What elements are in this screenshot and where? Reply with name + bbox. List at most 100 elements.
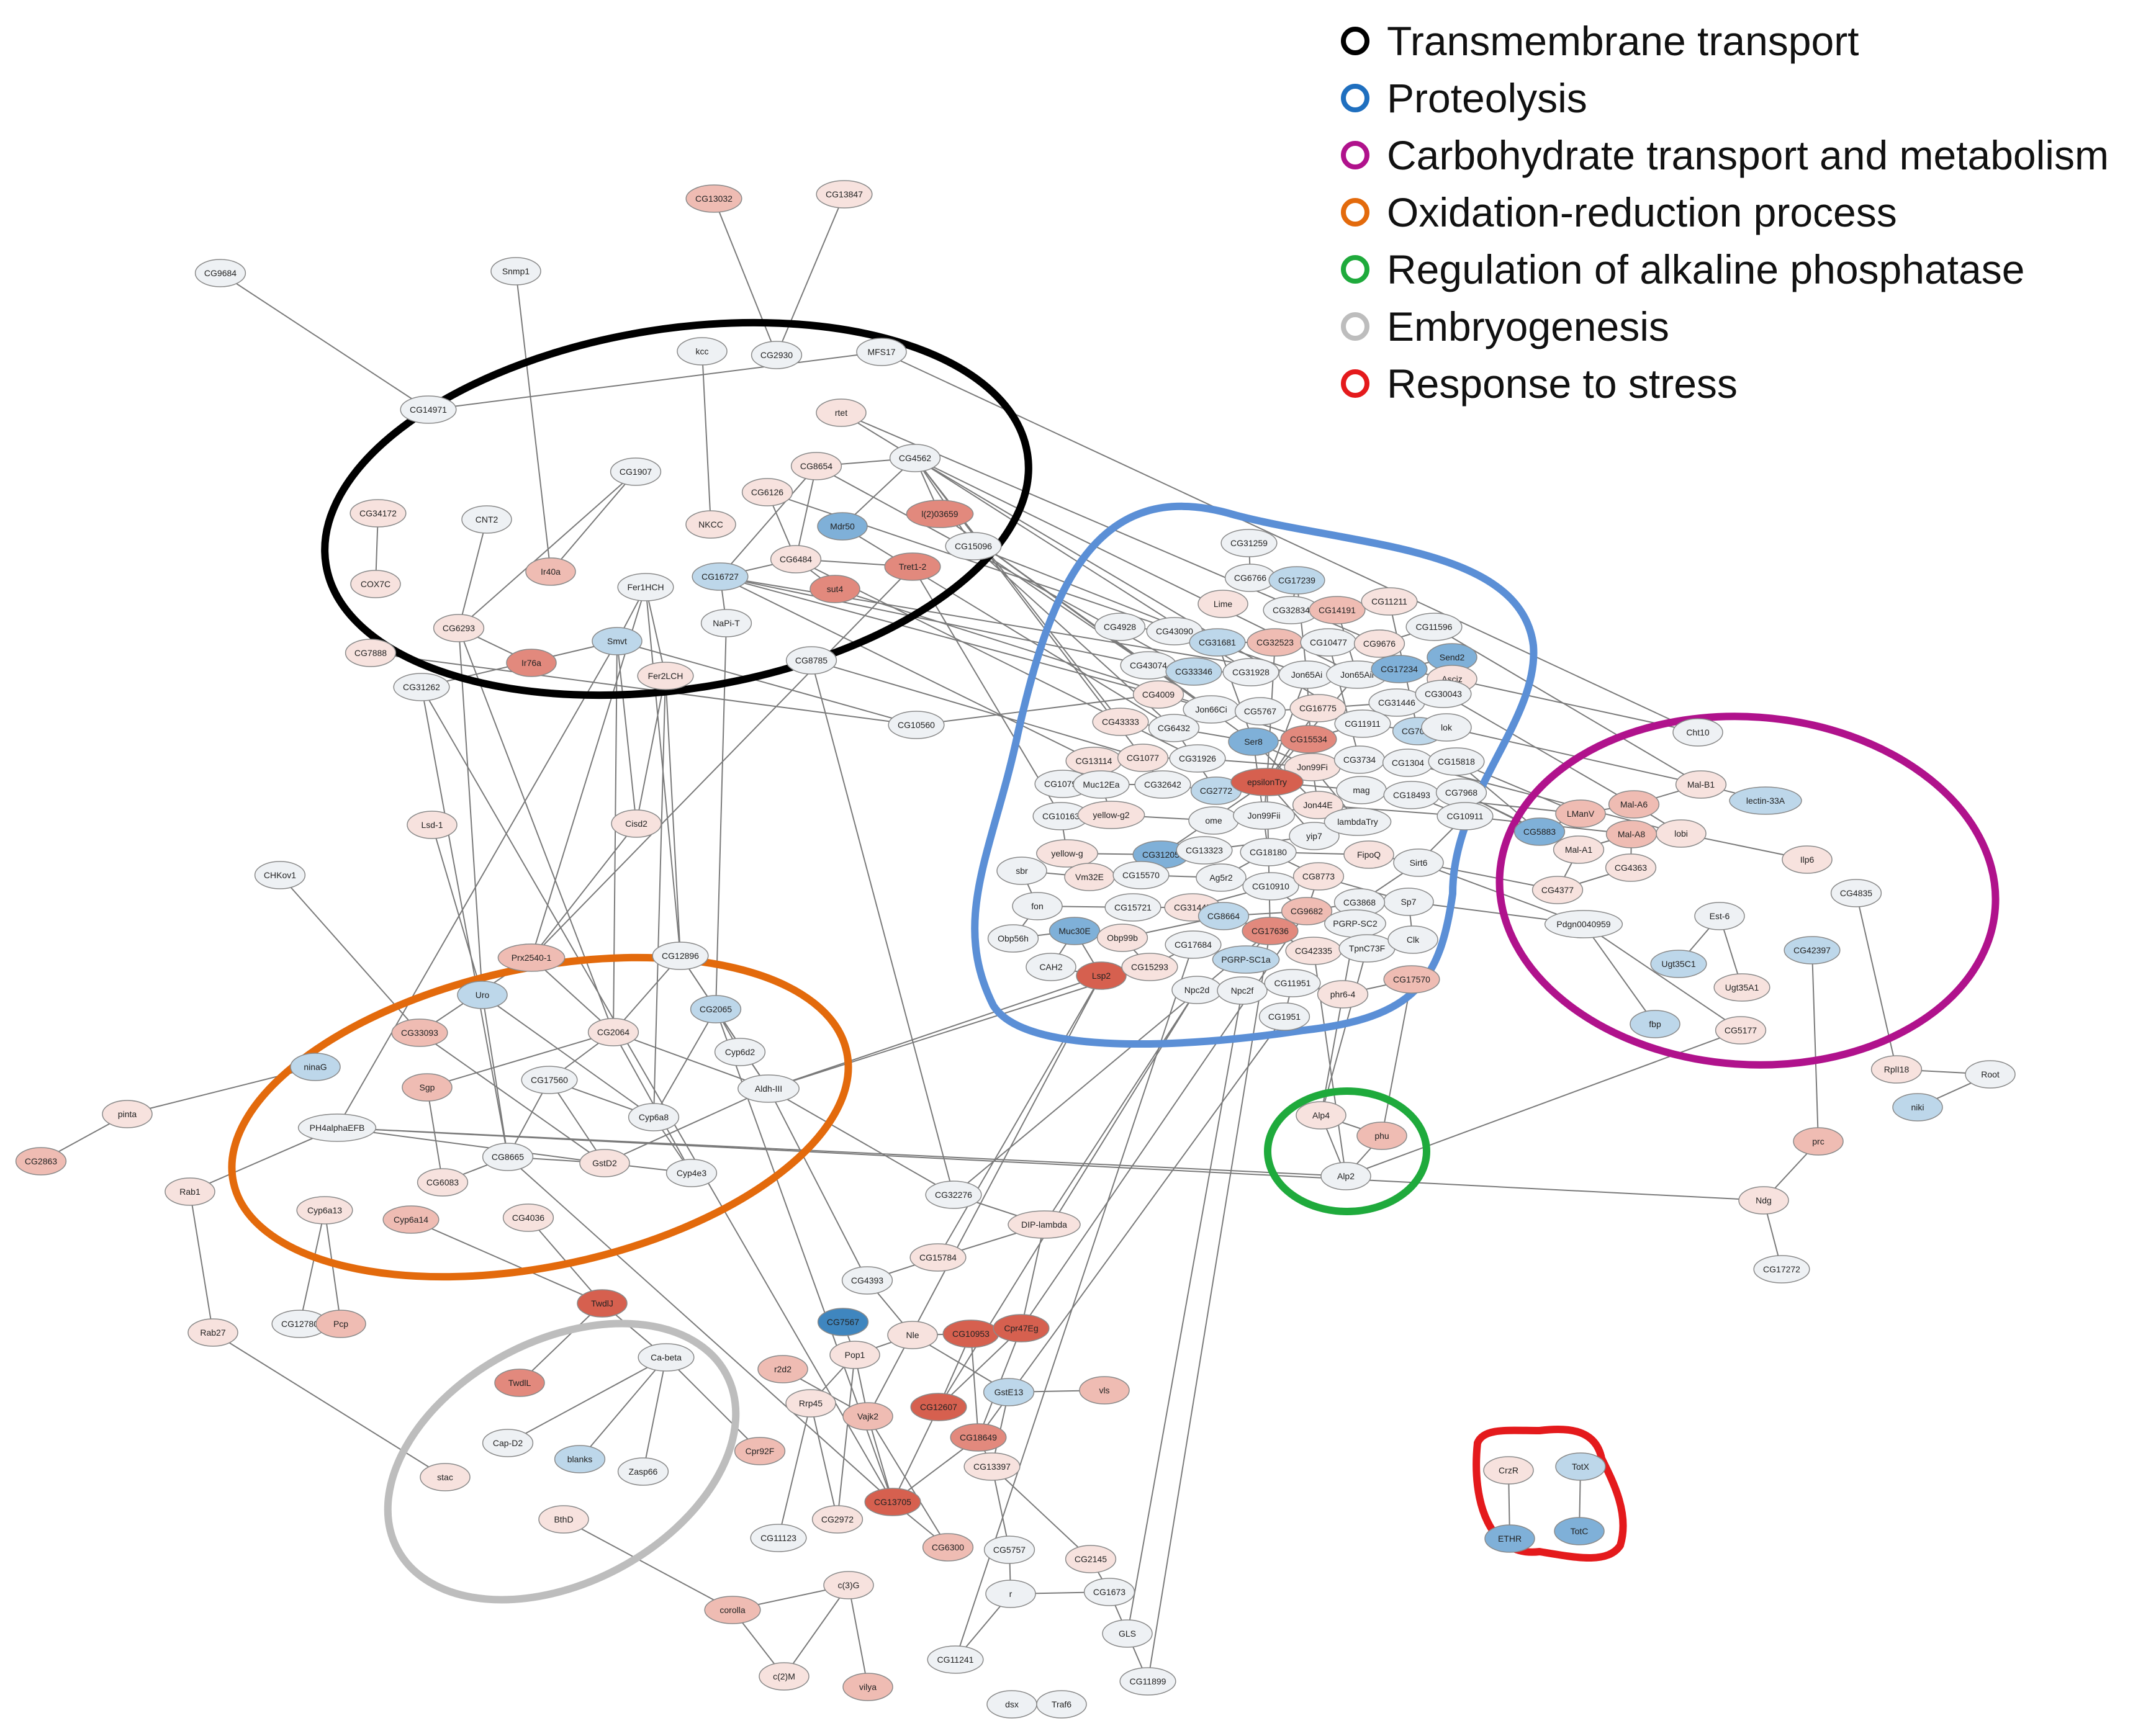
gene-node-cg8773[interactable]: CG8773 [1292,862,1345,891]
gene-node-snmp1[interactable]: Snmp1 [490,257,541,286]
gene-node-cg17684[interactable]: CG17684 [1165,930,1222,959]
gene-node-shape[interactable] [1309,596,1366,624]
gene-node-ilp6[interactable]: Ilp6 [1782,845,1833,874]
gene-node-shape[interactable] [1240,838,1297,866]
gene-node-shape[interactable] [1083,1578,1135,1606]
gene-node-shape[interactable] [1189,628,1246,657]
gene-node-cg32834[interactable]: CG32834 [1263,596,1320,624]
gene-node-fon[interactable]: fon [1012,892,1063,920]
gene-node-ag5r2[interactable]: Ag5r2 [1196,863,1247,892]
gene-node-cg9676[interactable]: CG9676 [1353,629,1405,658]
gene-node-sirt6[interactable]: Sirt6 [1393,848,1444,877]
gene-node-shape[interactable] [1049,917,1101,945]
gene-node-mal-a6[interactable]: Mal-A6 [1608,790,1660,819]
gene-node-shape[interactable] [1555,799,1606,828]
gene-node-shape[interactable] [194,259,246,287]
gene-node-cg13323[interactable]: CG13323 [1176,836,1233,865]
gene-node-shape[interactable] [165,1177,215,1206]
gene-node-cg4363[interactable]: CG4363 [1605,853,1657,882]
gene-node-shape[interactable] [685,510,736,539]
gene-node-shape[interactable] [1361,587,1418,616]
gene-node-shape[interactable] [554,1445,606,1473]
gene-node-shape[interactable] [1965,1060,2016,1089]
gene-node-cap-d2[interactable]: Cap-D2 [482,1429,534,1457]
gene-node-shape[interactable] [925,1180,982,1209]
gene-node-shape[interactable] [811,1505,864,1534]
gene-node-cg3734[interactable]: CG3734 [1333,745,1386,774]
gene-node-ser8[interactable]: Ser8 [1228,727,1279,756]
gene-node-cg17234[interactable]: CG17234 [1371,655,1428,683]
gene-node-twdlj[interactable]: TwdlJ [577,1289,628,1318]
gene-node-shape[interactable] [1077,801,1145,829]
gene-node-shape[interactable] [1405,613,1463,641]
gene-node-shape[interactable] [1121,953,1178,981]
gene-node-cg6766[interactable]: CG6766 [1224,564,1276,592]
gene-node-shape[interactable] [1793,1127,1844,1156]
gene-node-shape[interactable] [1672,718,1723,747]
gene-node-shape[interactable] [1165,657,1222,686]
gene-node-gstd2[interactable]: GstD2 [579,1149,630,1177]
gene-node-cah2[interactable]: CAH2 [1026,953,1076,981]
gene-node-shape[interactable] [391,1018,448,1047]
gene-node-cg9684[interactable]: CG9684 [194,259,246,287]
gene-node-cg4562[interactable]: CG4562 [889,444,941,472]
gene-node-shape[interactable] [1393,848,1444,877]
gene-node-shape[interactable] [490,257,541,286]
gene-node-c3g[interactable]: c(3)G [823,1571,874,1599]
gene-node-cox7c[interactable]: COX7C [350,570,401,598]
gene-node-shape[interactable] [420,1463,471,1491]
gene-node-shape[interactable] [482,1143,534,1171]
gene-node-cyp6d2[interactable]: Cyp6d2 [714,1038,766,1066]
gene-node-cg15784[interactable]: CG15784 [909,1243,967,1272]
gene-node-shape[interactable] [757,1355,808,1383]
gene-node-shape[interactable] [927,1645,984,1674]
gene-node-shape[interactable] [1096,924,1148,952]
gene-node-cg17272[interactable]: CG17272 [1753,1255,1810,1284]
gene-node-vls[interactable]: vls [1079,1376,1130,1405]
gene-node-shape[interactable] [816,180,873,209]
gene-node-cg6300[interactable]: CG6300 [922,1533,974,1562]
gene-node-shape[interactable] [690,995,742,1023]
gene-node-shape[interactable] [345,639,397,667]
gene-node-shape[interactable] [1268,566,1325,595]
gene-node-send2[interactable]: Send2 [1427,643,1477,672]
gene-node-cg6083[interactable]: CG6083 [417,1168,469,1197]
gene-node-shape[interactable] [1694,902,1745,930]
gene-node-shape[interactable] [737,1074,800,1103]
gene-node-shape[interactable] [1008,1210,1081,1239]
gene-node-cpr92f[interactable]: Cpr92F [734,1437,786,1465]
gene-node-mal-b1[interactable]: Mal-B1 [1675,770,1727,799]
gene-node-shape[interactable] [187,1318,238,1347]
gene-node-cg4377[interactable]: CG4377 [1531,876,1584,904]
gene-node-shape[interactable] [1353,629,1405,658]
gene-node-shape[interactable] [1383,965,1440,994]
gene-node-shape[interactable] [1415,680,1472,708]
gene-node-gste13[interactable]: GstE13 [983,1378,1035,1406]
gene-node-shape[interactable] [1112,861,1170,889]
gene-node-shape[interactable] [1289,822,1340,850]
gene-node-shape[interactable] [1094,613,1146,641]
gene-node-rrp45[interactable]: Rrp45 [785,1389,836,1418]
gene-node-cg12607[interactable]: CG12607 [910,1393,967,1421]
gene-node-shape[interactable] [1421,713,1472,742]
gene-node-shape[interactable] [610,457,662,486]
gene-node-shape[interactable] [1117,744,1169,772]
gene-node-shape[interactable] [461,505,512,534]
gene-node-yellow-g[interactable]: yellow-g [1036,839,1098,868]
gene-node-shape[interactable] [1176,836,1233,865]
gene-node-shape[interactable] [751,341,803,369]
gene-node-cg31446[interactable]: CG31446 [1368,688,1425,717]
gene-node-ethr[interactable]: ETHR [1484,1524,1535,1553]
gene-node-cg13397[interactable]: CG13397 [963,1452,1021,1481]
gene-node-aldh-iii[interactable]: Aldh-III [737,1074,800,1103]
gene-node-cg16727[interactable]: CG16727 [692,562,749,591]
gene-node-cg11211[interactable]: CG11211 [1361,587,1418,616]
gene-node-shape[interactable] [417,1168,469,1197]
gene-node-shape[interactable] [677,337,728,366]
gene-node-shape[interactable] [1079,1376,1130,1405]
gene-node-shape[interactable] [1234,697,1286,726]
gene-node-cyp6a8[interactable]: Cyp6a8 [628,1103,680,1131]
gene-node-sp7[interactable]: Sp7 [1383,888,1434,916]
gene-node-cg8665[interactable]: CG8665 [482,1143,534,1171]
gene-node-cg2064[interactable]: CG2064 [587,1018,639,1046]
